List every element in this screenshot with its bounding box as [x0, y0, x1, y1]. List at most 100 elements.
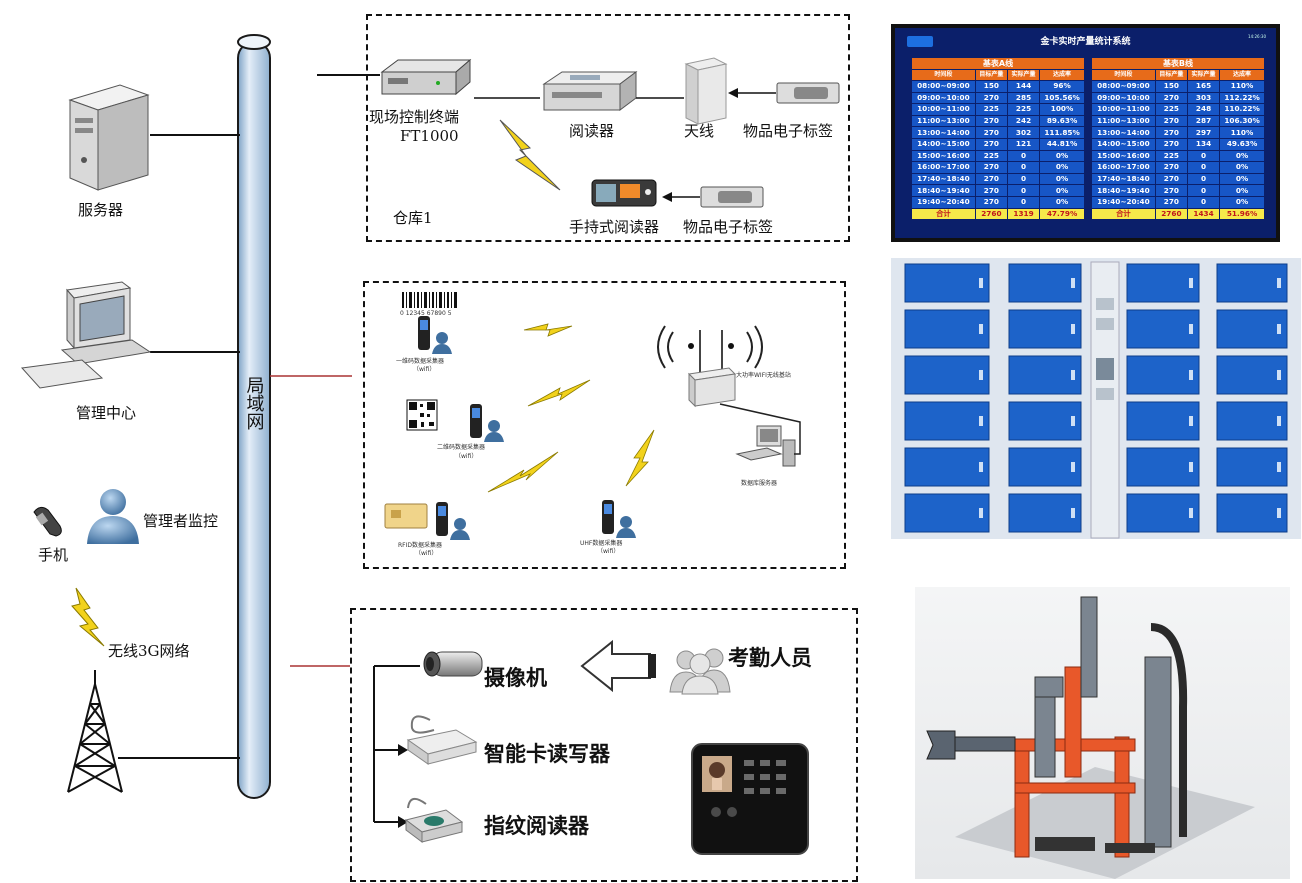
locker-door [1126, 493, 1200, 533]
locker-handle [979, 324, 983, 334]
locker-door [1216, 309, 1288, 349]
scoreboard-cell: 15:00~16:00 [1091, 149, 1156, 163]
scoreboard-cell: 0% [1039, 172, 1085, 186]
scoreboard-total-cell: 2760 [1154, 207, 1188, 221]
locker-handle [1189, 324, 1193, 334]
wifi-base-label: 大功率WIFI无线基站 [736, 372, 791, 379]
scoreboard-cell: 100% [1039, 103, 1085, 116]
scoreboard-column-header: 实际产量 [1186, 69, 1221, 81]
scoreboard-cell: 270 [974, 114, 1008, 128]
locker-handle [979, 462, 983, 472]
locker-handle [1071, 324, 1075, 334]
scoreboard-cell: 225 [1006, 103, 1041, 116]
scoreboard-cell: 225 [974, 103, 1008, 116]
scoreboard-cell: 08:00~09:00 [1091, 80, 1156, 93]
scoreboard-cell: 270 [1154, 91, 1188, 105]
scoreboard-column-header: 达成率 [1039, 69, 1085, 81]
locker-door [904, 493, 990, 533]
warehouse-label: 仓库1 [393, 209, 433, 227]
scoreboard-cell: 15:00~16:00 [911, 149, 976, 163]
scoreboard-cell: 150 [974, 80, 1008, 93]
scoreboard-cell: 0% [1219, 184, 1265, 197]
scoreboard-cell: 19:40~20:40 [911, 195, 976, 209]
scoreboard-cell: 270 [974, 161, 1008, 174]
locker-panel-element [1096, 388, 1114, 400]
locker-handle [1071, 278, 1075, 288]
locker-door [1216, 355, 1288, 395]
locker-door [1216, 263, 1288, 303]
scoreboard-cell: 297 [1186, 126, 1221, 139]
scoreboard-line-title: 基表B线 [1091, 57, 1265, 70]
locker-door [904, 263, 990, 303]
scoreboard-cell: 303 [1186, 91, 1221, 105]
locker-handle [979, 508, 983, 518]
scoreboard-cell: 0 [1006, 184, 1041, 197]
db-server-label: 数据库服务器 [741, 480, 778, 487]
scoreboard-cell: 287 [1186, 114, 1221, 128]
locker-handle [1277, 278, 1281, 288]
locker-handle [1277, 324, 1281, 334]
collector-uhf-wifi: （wifi） [597, 548, 620, 555]
scoreboard-cell: 270 [1154, 161, 1188, 174]
locker-door [904, 309, 990, 349]
scoreboard-cell: 0% [1219, 161, 1265, 174]
scoreboard-cell: 134 [1186, 137, 1221, 151]
scoreboard-cell: 110% [1219, 126, 1265, 139]
scoreboard-cell: 110% [1219, 80, 1265, 93]
locker-panel-element [1096, 318, 1114, 330]
card-reader-label: 智能卡读写器 [484, 742, 610, 766]
camera-label: 摄像机 [484, 666, 547, 690]
collector-2d-label: 二维码数据采集器 [437, 444, 486, 451]
scoreboard-cell: 270 [1154, 172, 1188, 186]
locker-door [1216, 401, 1288, 441]
scoreboard-column-header: 实际产量 [1006, 69, 1041, 81]
scoreboard-cell: 0 [1006, 172, 1041, 186]
scoreboard-cell: 0 [1006, 195, 1041, 209]
scoreboard-cell: 105.56% [1039, 91, 1085, 105]
locker-handle [1189, 370, 1193, 380]
scoreboard-cell: 0 [1006, 149, 1041, 163]
locker-handle [1071, 416, 1075, 426]
scoreboard-cell: 270 [974, 126, 1008, 139]
scoreboard-cell: 14:00~15:00 [911, 137, 976, 151]
scoreboard-cell: 0 [1186, 149, 1221, 163]
scoreboard-cell: 10:00~11:00 [1091, 103, 1156, 116]
scoreboard-column-header: 达成率 [1219, 69, 1265, 81]
collector-1d-label: 一维码数据采集器 [396, 358, 445, 365]
scoreboard-line-title-row: 基表A线 [911, 57, 1085, 70]
scoreboard-cell: 165 [1186, 80, 1221, 93]
scoreboard-cell: 10:00~11:00 [911, 103, 976, 116]
scoreboard-cell: 270 [1154, 184, 1188, 197]
control-terminal-model: FT1000 [400, 127, 459, 145]
scoreboard-total-cell: 47.79% [1039, 207, 1085, 221]
scoreboard-cell: 106.30% [1219, 114, 1265, 128]
scoreboard-cell: 111.85% [1039, 126, 1085, 139]
scoreboard-cell: 11:00~13:00 [1091, 114, 1156, 128]
scoreboard-cell: 0 [1006, 161, 1041, 174]
scoreboard-cell: 17:40~18:40 [1091, 172, 1156, 186]
collector-rfid-label: RFID数据采集器 [398, 542, 443, 549]
scoreboard-cell: 225 [1154, 149, 1188, 163]
locker-door [1126, 401, 1200, 441]
barcode-digits: 0 12345 67890 5 [400, 310, 452, 317]
scoreboard-cell: 302 [1006, 126, 1041, 139]
scoreboard-cell: 49.63% [1219, 137, 1265, 151]
scoreboard-cell: 270 [974, 195, 1008, 209]
scoreboard-cell: 0 [1186, 195, 1221, 209]
locker-handle [979, 416, 983, 426]
fingerprint-label: 指纹阅读器 [484, 814, 589, 838]
scoreboard-cell: 13:00~14:00 [911, 126, 976, 139]
locker-door [904, 401, 990, 441]
scoreboard-cell: 121 [1006, 137, 1041, 151]
